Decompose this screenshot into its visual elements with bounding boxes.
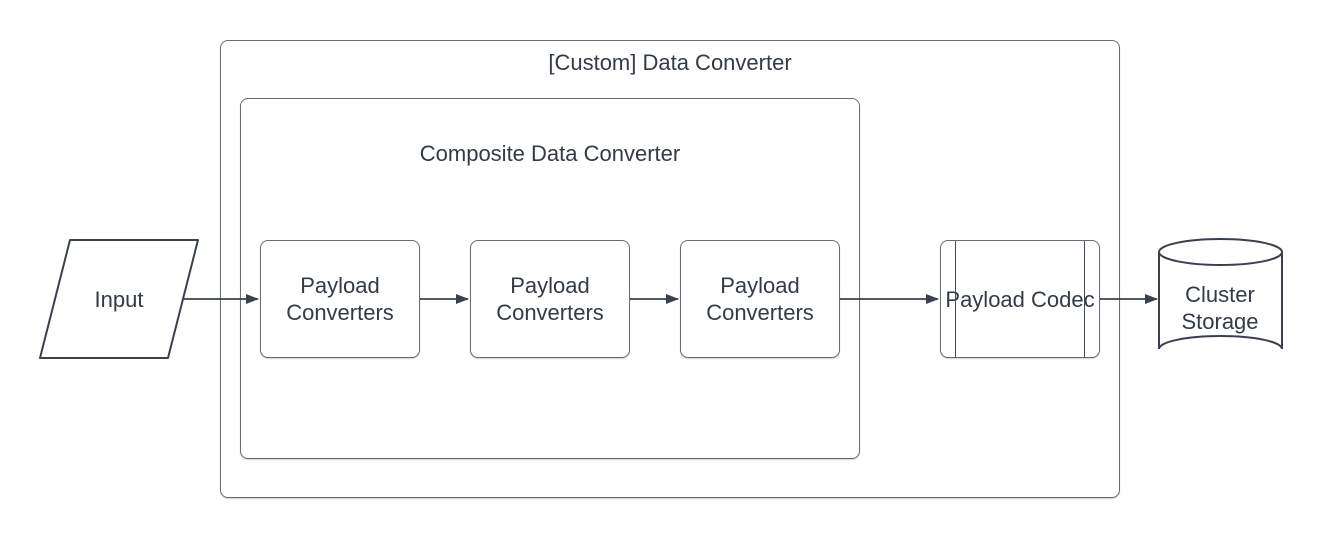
group-title-custom-data-converter: [Custom] Data Converter [548,50,792,75]
node-payload-converters-1: Payload Converters [260,240,420,358]
codec-side-line-left [955,241,956,357]
group-composite-data-converter: Composite Data Converter [240,98,860,459]
node-payload-codec: Payload Codec [940,240,1100,358]
codec-side-line-right [1084,241,1085,357]
node-payload-converters-3: Payload Converters [680,240,840,358]
node-label-payload-codec: Payload Codec [945,286,1095,312]
cluster-storage-cylinder-body [1158,252,1283,350]
group-custom-data-converter: [Custom] Data Converter Composite Data C… [220,40,1120,498]
node-label-payload-converters-3: Payload Converters [706,273,814,325]
input-parallelogram-shape [39,239,199,359]
node-label-payload-converters-1: Payload Converters [286,273,394,325]
cluster-storage-cylinder-top [1158,238,1283,266]
node-label-payload-converters-2: Payload Converters [496,273,604,325]
node-payload-converters-2: Payload Converters [470,240,630,358]
group-title-composite-data-converter: Composite Data Converter [419,141,681,166]
